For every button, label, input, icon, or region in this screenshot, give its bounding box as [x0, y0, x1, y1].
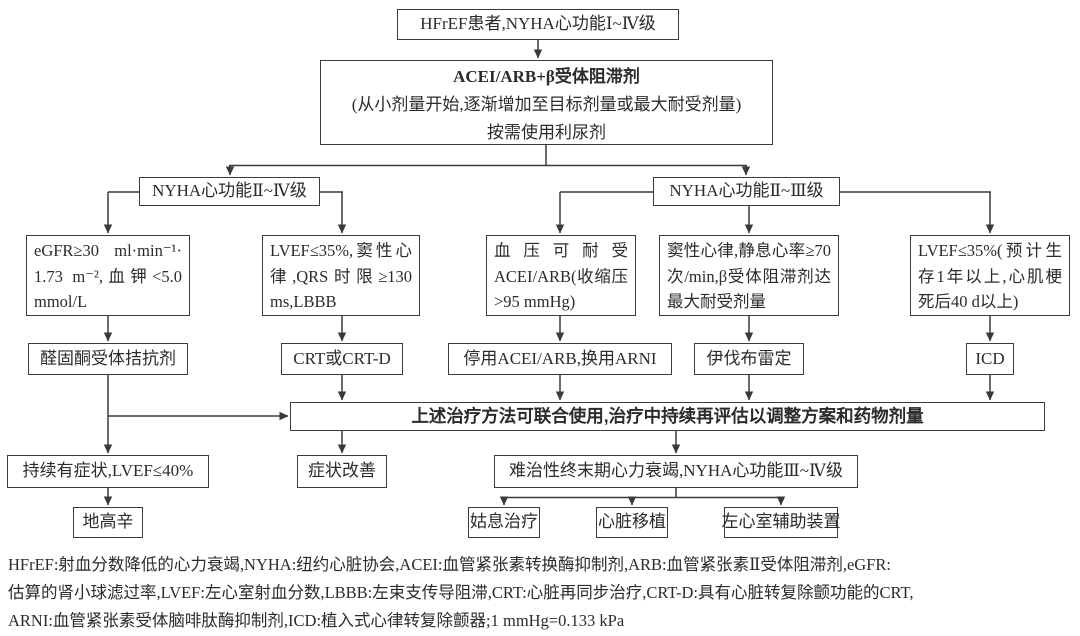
box-digoxin: 地高辛	[73, 507, 143, 538]
box-cond-egfr: eGFR≥30 ml·min⁻¹· 1.73 m⁻²,血钾<5.0 mmol/L	[26, 235, 190, 316]
box-persistent-symptoms: 持续有症状,LVEF≤40%	[7, 455, 209, 488]
footnote-line-3: ARNI:血管紧张素受体脑啡肽酶抑制剂,ICD:植入式心律转复除颤器;1 mmH…	[8, 611, 625, 630]
footnote-line-1: HFrEF:射血分数降低的心力衰竭,NYHA:纽约心脏协会,ACEI:血管紧张素…	[8, 555, 891, 574]
box-tx-arni: 停用ACEI/ARB,换用ARNI	[448, 343, 672, 375]
box-nyha-2-4: NYHA心功能Ⅱ~Ⅳ级	[139, 177, 320, 206]
box-heart-transplant: 心脏移植	[596, 507, 668, 538]
box-tx-crt: CRT或CRT-D	[281, 343, 403, 375]
box-initial-therapy: ACEI/ARB+β受体阻滞剂 (从小剂量开始,逐渐增加至目标剂量或最大耐受剂量…	[320, 60, 773, 145]
box-nyha-2-3: NYHA心功能Ⅱ~Ⅲ级	[653, 177, 840, 206]
initial-therapy-title: ACEI/ARB+β受体阻滞剂	[453, 67, 640, 86]
box-cond-crt-criteria: LVEF≤35%,窦性心律,QRS时限≥130 ms,LBBB	[262, 235, 420, 316]
box-tx-mra: 醛固酮受体拮抗剂	[28, 343, 188, 375]
initial-therapy-line2: (从小剂量开始,逐渐增加至目标剂量或最大耐受剂量)	[351, 95, 742, 114]
box-refractory-hf: 难治性终末期心力衰竭,NYHA心功能Ⅲ~Ⅳ级	[494, 455, 858, 488]
box-cond-sinus-hr: 窦性心律,静息心率≥70次/min,β受体阻滞剂达最大耐受剂量	[659, 235, 839, 316]
initial-therapy-line3: 按需使用利尿剂	[487, 123, 606, 142]
box-tx-ivabradine: 伊伐布雷定	[694, 343, 804, 375]
box-tx-icd: ICD	[966, 343, 1014, 375]
box-patient: HFrEF患者,NYHA心功能Ⅰ~Ⅳ级	[397, 9, 679, 40]
footnote-line-2: 估算的肾小球滤过率,LVEF:左心室射血分数,LBBB:左束支传导阻滞,CRT:…	[8, 583, 914, 602]
box-cond-lvef-icd: LVEF≤35%(预计生存1年以上,心肌梗死后40 d以上)	[910, 235, 1070, 316]
footnote: HFrEF:射血分数降低的心力衰竭,NYHA:纽约心脏协会,ACEI:血管紧张素…	[8, 551, 1076, 635]
box-palliative-care: 姑息治疗	[468, 507, 540, 538]
box-symptom-improved: 症状改善	[297, 455, 387, 488]
box-lvad: 左心室辅助装置	[722, 507, 841, 538]
box-cond-bp-tolerant: 血压可耐受ACEI/ARB(收缩压>95 mmHg)	[486, 235, 636, 316]
box-combine-therapy: 上述治疗方法可联合使用,治疗中持续再评估以调整方案和药物剂量	[290, 402, 1045, 431]
